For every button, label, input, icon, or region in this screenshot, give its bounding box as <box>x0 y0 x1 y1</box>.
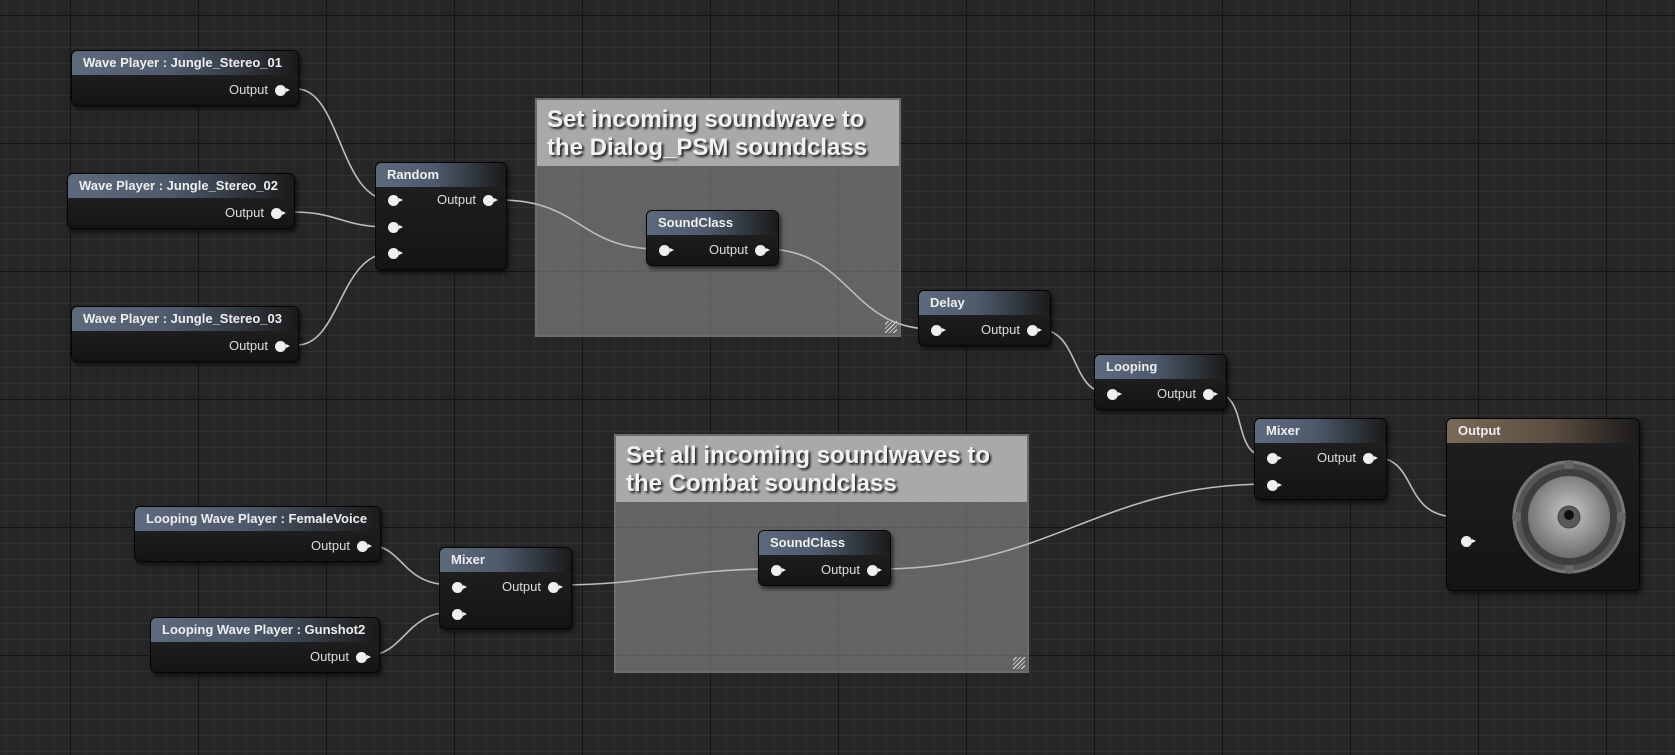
node-title: Wave Player : Jungle_Stereo_02 <box>68 174 294 198</box>
random-node[interactable]: Random Output <box>375 162 507 270</box>
output-label: Output <box>708 242 748 257</box>
speaker-icon <box>1512 460 1626 574</box>
output-label: Output <box>228 338 268 353</box>
input-pin-1[interactable] <box>452 582 467 593</box>
looping-wave-player-node-femalevoice[interactable]: Looping Wave Player : FemaleVoice Output <box>134 506 381 562</box>
output-pin[interactable] <box>1203 389 1218 400</box>
input-pin-1[interactable] <box>1267 453 1282 464</box>
input-pin[interactable] <box>771 565 786 576</box>
output-label: Output <box>228 82 268 97</box>
node-title: SoundClass <box>647 211 778 235</box>
node-title: Random <box>376 163 506 187</box>
output-label: Output <box>224 205 264 220</box>
soundclass-node-combat[interactable]: SoundClass Output <box>758 530 891 586</box>
resize-handle[interactable] <box>885 321 897 333</box>
node-title: Mixer <box>440 548 571 572</box>
delay-node[interactable]: Delay Output <box>918 290 1051 346</box>
output-pin[interactable] <box>271 208 286 219</box>
node-title: Looping <box>1095 355 1226 379</box>
output-pin[interactable] <box>357 541 372 552</box>
soundclass-node-dialog[interactable]: SoundClass Output <box>646 210 779 266</box>
output-label: Output <box>1316 450 1356 465</box>
input-pin[interactable] <box>1107 389 1122 400</box>
node-title: SoundClass <box>759 531 890 555</box>
node-title: Looping Wave Player : Gunshot2 <box>151 618 379 642</box>
output-label: Output <box>310 538 350 553</box>
input-pin[interactable] <box>1461 536 1476 547</box>
output-label: Output <box>309 649 349 664</box>
mixer-node-secondary[interactable]: Mixer Output <box>439 547 572 629</box>
node-title: Mixer <box>1255 419 1386 443</box>
output-pin[interactable] <box>867 565 882 576</box>
output-pin[interactable] <box>1363 453 1378 464</box>
input-pin-1[interactable] <box>388 195 403 206</box>
looping-node[interactable]: Looping Output <box>1094 354 1227 410</box>
input-pin-2[interactable] <box>1267 480 1282 491</box>
input-pin-2[interactable] <box>452 609 467 620</box>
output-label: Output <box>1156 386 1196 401</box>
looping-wave-player-node-gunshot2[interactable]: Looping Wave Player : Gunshot2 Output <box>150 617 380 673</box>
output-label: Output <box>436 192 476 207</box>
wave-player-node-jungle-02[interactable]: Wave Player : Jungle_Stereo_02 Output <box>67 173 295 229</box>
output-pin[interactable] <box>356 652 371 663</box>
node-title: Output <box>1447 419 1639 443</box>
output-label: Output <box>980 322 1020 337</box>
output-pin[interactable] <box>483 195 498 206</box>
node-title: Delay <box>919 291 1050 315</box>
output-pin[interactable] <box>275 341 290 352</box>
output-label: Output <box>820 562 860 577</box>
resize-handle[interactable] <box>1013 657 1025 669</box>
input-pin[interactable] <box>659 245 674 256</box>
output-label: Output <box>501 579 541 594</box>
wave-player-node-jungle-01[interactable]: Wave Player : Jungle_Stereo_01 Output <box>71 50 299 106</box>
output-pin[interactable] <box>1027 325 1042 336</box>
input-pin-3[interactable] <box>388 248 403 259</box>
node-title: Wave Player : Jungle_Stereo_01 <box>72 51 298 75</box>
output-pin[interactable] <box>755 245 770 256</box>
output-node[interactable]: Output <box>1446 418 1640 591</box>
input-pin[interactable] <box>931 325 946 336</box>
mixer-node-main[interactable]: Mixer Output <box>1254 418 1387 500</box>
node-title: Looping Wave Player : FemaleVoice <box>135 507 380 531</box>
wave-player-node-jungle-03[interactable]: Wave Player : Jungle_Stereo_03 Output <box>71 306 299 362</box>
output-pin[interactable] <box>275 85 290 96</box>
input-pin-2[interactable] <box>388 222 403 233</box>
node-title: Wave Player : Jungle_Stereo_03 <box>72 307 298 331</box>
output-pin[interactable] <box>548 582 563 593</box>
